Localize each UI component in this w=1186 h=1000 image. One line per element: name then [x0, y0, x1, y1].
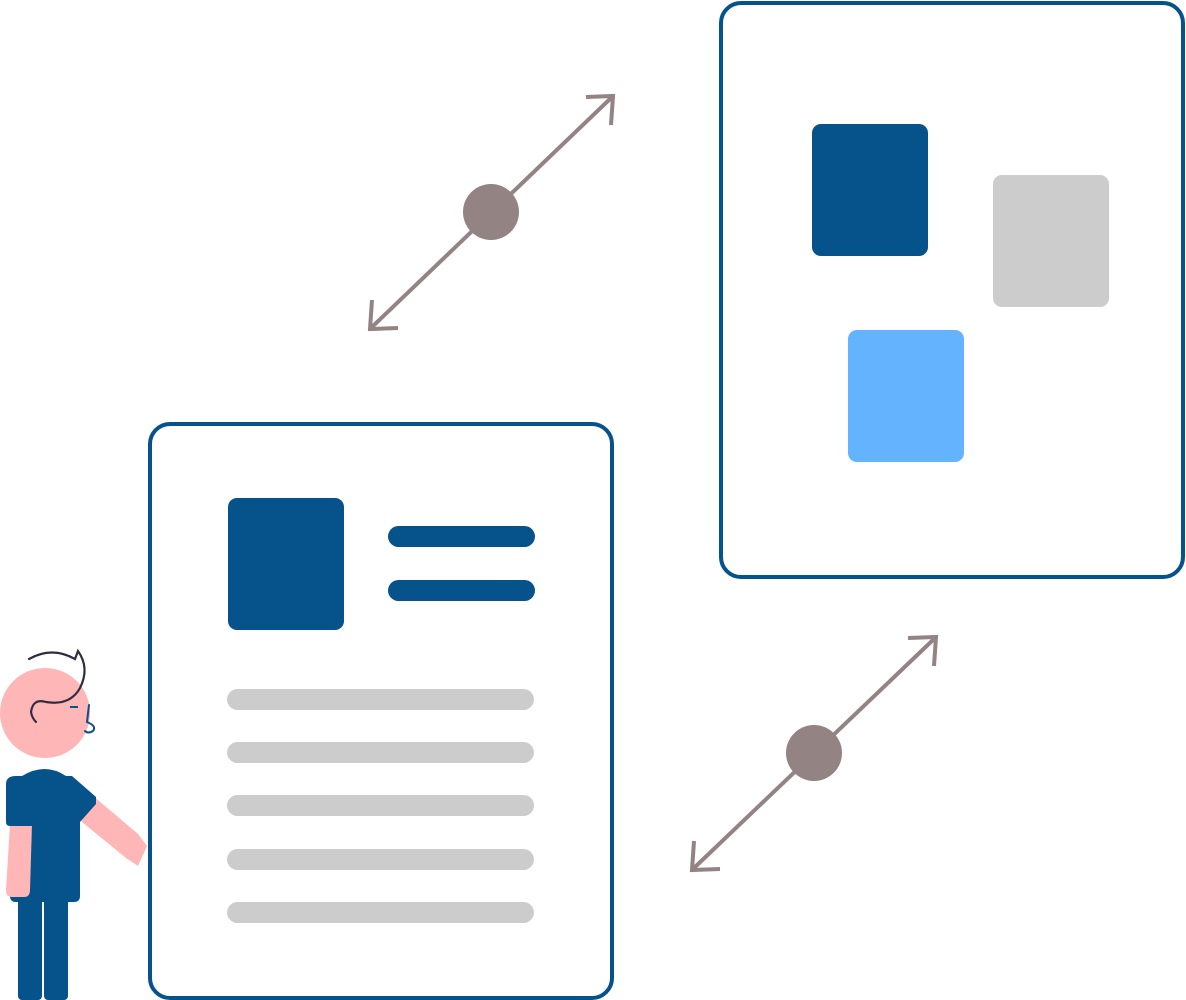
person-shoulders [22, 769, 66, 776]
person-raised-arm [78, 795, 147, 866]
document-text-line-3 [227, 795, 534, 816]
layout-block-dark-blue [812, 124, 928, 256]
person-right-leg [44, 885, 68, 1000]
arrow-bottom-center-dot [786, 725, 842, 781]
double-headed-diagonal-arrow-icon [689, 634, 939, 873]
person-hanging-arm [6, 824, 32, 897]
person-left-leg [18, 885, 42, 1000]
document-text-line-1 [227, 689, 534, 710]
person-illustration-icon [0, 648, 147, 1000]
person-head [0, 668, 90, 758]
arrow-top-center-dot [463, 184, 519, 240]
layout-canvas-border [719, 1, 1185, 579]
document-heading-line-2 [388, 580, 535, 601]
double-headed-diagonal-arrow-icon [367, 93, 616, 332]
arrow-bottom-head-lower [689, 840, 721, 873]
document-frame [148, 422, 614, 1000]
document-text-line-2 [227, 742, 534, 763]
document-text-line-5 [227, 902, 534, 923]
document-heading-line-1 [388, 526, 535, 547]
arrow-top-head-upper [585, 93, 616, 126]
document-image-block [228, 498, 344, 630]
layout-block-gray [993, 175, 1109, 307]
person-sleeve [6, 776, 32, 826]
layout-canvas-frame [719, 1, 1185, 579]
arrow-bottom-head-upper [907, 634, 939, 667]
person-nose [84, 704, 96, 734]
layout-block-light-blue [848, 330, 964, 462]
person-hair-line [27, 648, 86, 724]
document-text-line-4 [227, 849, 534, 870]
arrow-top-head-lower [367, 299, 399, 332]
